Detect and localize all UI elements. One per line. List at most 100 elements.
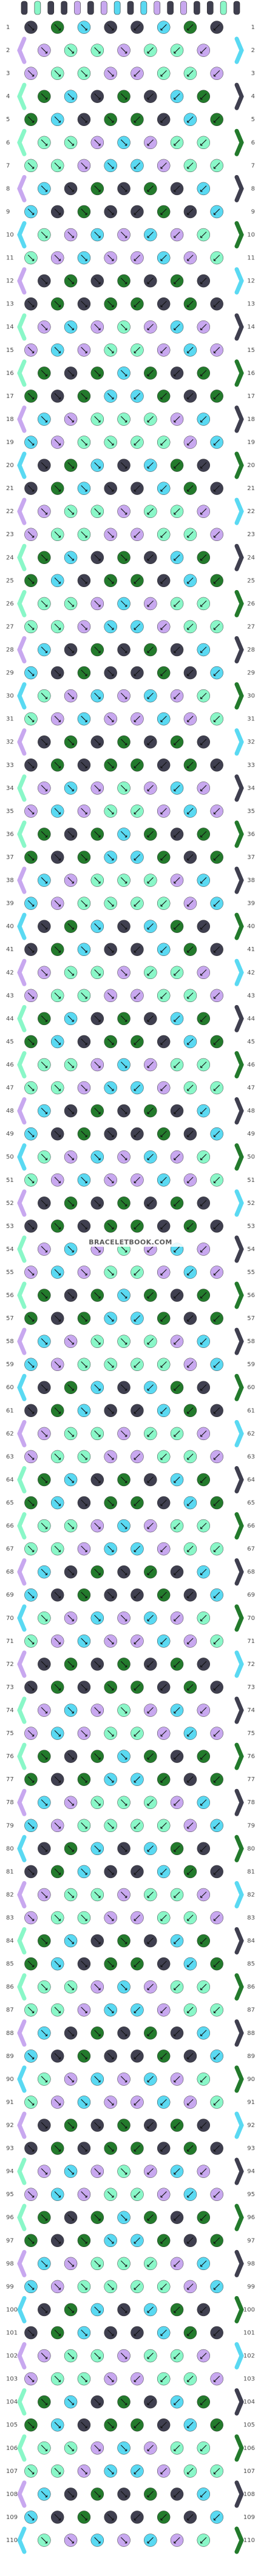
knot-arrow: [54, 439, 61, 446]
knot-arrow: [81, 1223, 87, 1230]
knot-arrow: [54, 1269, 61, 1276]
knot-arrow: [200, 739, 207, 745]
knot-arrow: [41, 1799, 48, 1806]
knot-arrow: [81, 1592, 87, 1599]
knot-arrow: [213, 1361, 220, 1368]
edge-string: [17, 1742, 27, 1770]
knot-arrow: [213, 1868, 220, 1875]
knot-arrow: [54, 300, 61, 307]
knot-arrow: [213, 1684, 220, 1691]
knot-arrow: [41, 1937, 48, 1944]
knot-arrow: [94, 2352, 101, 2359]
row-number-left: 80: [6, 1845, 14, 1852]
knot-arrow: [81, 2237, 87, 2244]
knot-arrow: [107, 1822, 114, 1829]
knot-arrow: [134, 254, 141, 261]
knot-arrow: [134, 2329, 141, 2336]
knot-arrow: [120, 2491, 127, 2498]
knot-arrow: [174, 1384, 180, 1391]
knot-arrow: [94, 93, 101, 100]
row-number-right: 64: [247, 1476, 255, 1483]
row-number-left: 28: [6, 647, 14, 654]
knot-arrow: [213, 1499, 220, 1506]
row-number-left: 5: [6, 116, 10, 123]
knot-arrow: [54, 393, 61, 400]
edge-string: [234, 497, 244, 525]
knot-arrow: [147, 923, 154, 930]
knot-arrow: [174, 370, 180, 377]
knot-arrow: [27, 2053, 35, 2060]
row-number-right: 95: [247, 2191, 255, 2198]
knot-arrow: [147, 2445, 154, 2452]
knot-arrow: [187, 2375, 194, 2382]
row-number-left: 95: [6, 2191, 14, 2198]
knot-arrow: [120, 2445, 127, 2452]
knot-arrow: [27, 1269, 35, 1276]
knot-arrow: [200, 1430, 207, 1437]
edge-string: [234, 2111, 244, 2139]
knot-arrow: [187, 1822, 194, 1829]
knot-arrow: [107, 808, 114, 815]
knot-arrow: [81, 1177, 87, 1184]
knot-arrow: [27, 1130, 35, 1137]
knot-arrow: [94, 1799, 101, 1806]
knot-arrow: [200, 1661, 207, 1668]
knot-arrow: [81, 669, 87, 676]
row-number-left: 41: [6, 946, 14, 953]
knot-arrow: [147, 2168, 154, 2175]
row-number-left: 42: [6, 969, 14, 976]
knot-arrow: [213, 1776, 220, 1783]
knot-arrow: [81, 2053, 87, 2060]
knot-arrow: [174, 2352, 180, 2359]
knot-arrow: [41, 1615, 48, 1622]
knot-arrow: [134, 531, 141, 538]
knot-arrow: [107, 2007, 114, 2013]
knot-arrow: [54, 2283, 61, 2290]
row-number-left: 49: [6, 1131, 14, 1138]
row-number-left: 55: [6, 1269, 14, 1276]
knot-arrow: [107, 24, 114, 31]
row-number-right: 73: [247, 1684, 255, 1691]
knot-arrow: [200, 1799, 207, 1806]
edge-string: [234, 1373, 244, 1401]
knot-arrow: [213, 2375, 220, 2382]
knot-arrow: [147, 1522, 154, 1529]
row-number-right: 44: [247, 1015, 255, 1022]
knot-arrow: [41, 508, 48, 515]
knot-arrow: [134, 1868, 141, 1875]
knot-arrow: [27, 1315, 35, 1322]
knot-arrow: [54, 577, 61, 584]
knot-arrow: [134, 1638, 141, 1645]
row-number-right: 67: [247, 1546, 255, 1553]
knot-arrow: [41, 1522, 48, 1529]
knot-arrow: [187, 531, 194, 538]
knot-arrow: [67, 2398, 74, 2405]
edge-string: [17, 1834, 27, 1862]
knot-arrow: [187, 669, 194, 676]
knot-arrow: [27, 1361, 35, 1368]
row-number-left: 31: [6, 716, 14, 723]
row-number-left: 9: [6, 208, 10, 215]
edge-string: [234, 1004, 244, 1032]
knot-arrow: [134, 2099, 141, 2106]
row-number-left: 82: [6, 1891, 14, 1898]
row-number-left: 109: [6, 2514, 18, 2521]
knot-arrow: [120, 416, 127, 423]
knot-arrow: [81, 2099, 87, 2106]
knot-arrow: [120, 231, 127, 238]
knot-arrow: [200, 1707, 207, 1714]
knot-arrow: [27, 1776, 35, 1783]
knot-arrow: [134, 347, 141, 354]
knot-arrow: [107, 623, 114, 630]
knot-arrow: [147, 324, 154, 331]
knot-arrow: [134, 946, 141, 953]
row-number-left: 62: [6, 1430, 14, 1437]
knot-arrow: [27, 2145, 35, 2152]
knot-arrow: [81, 2514, 87, 2521]
knot-arrow: [81, 531, 87, 538]
row-number-left: 59: [6, 1361, 14, 1368]
row-number-right: 42: [247, 969, 255, 976]
knot-arrow: [107, 1592, 114, 1599]
knot-arrow: [81, 2145, 87, 2152]
row-number-right: 99: [247, 2283, 255, 2290]
